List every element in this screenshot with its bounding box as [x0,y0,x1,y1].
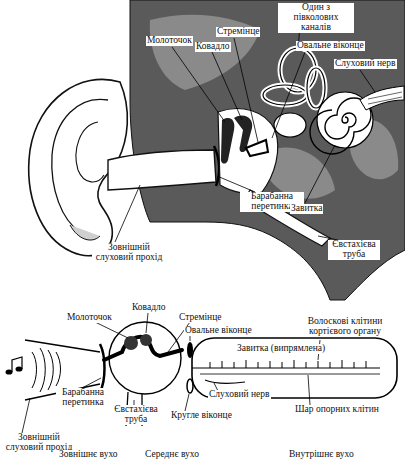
leader-lines [22,313,320,433]
auditory-nerve [360,86,404,110]
part-label: Кругле віконце [170,411,233,421]
part-label: Слуховий нерв [334,59,397,69]
eardrum [214,146,219,186]
round-window [187,379,193,393]
auditory-nerve [205,380,245,383]
part-label: Ковадло [131,303,167,313]
cochlea-spiral [310,98,371,154]
nerve-fibre [368,92,402,104]
incus-body [140,334,152,346]
part-label: Шар опорних клітин [294,405,380,415]
oval-window [187,342,193,358]
section-label: Середнє вухо [144,450,200,460]
semicircular-canal [263,85,307,105]
part-label: Зовнішній слуховий прохід [92,243,166,263]
sound-note [6,357,23,375]
part-label: Стремінце [216,27,260,37]
auricle-fold [76,122,104,182]
middle-ear [109,322,181,394]
part-label: Євстахієва труба [110,405,162,425]
semicircular-canal [263,85,307,105]
auricle-fold [52,99,108,232]
basilar-membrane [192,367,380,368]
malleus-head [124,336,138,350]
part-label: Молоточок [146,36,193,46]
cochlea [192,338,397,398]
semicircular-canal [307,68,325,108]
ear-canal [108,150,216,190]
part-label: Барабанна перетинка [56,388,110,408]
section-label: Внутрішнє вухо [288,450,355,460]
semicircular-canal [307,68,325,108]
malleus [221,118,234,164]
part-label: Стремінце [178,313,222,323]
part-label: Овальне віконце [184,326,253,336]
section-label: Зовнішнє вухо [58,450,119,460]
support-cell-layer [200,374,380,375]
part-label: Один з півколових каналів [278,3,354,33]
hair-cells [210,360,366,368]
sound-waves [32,348,61,392]
eardrum [100,344,105,392]
vestibule [274,113,306,137]
part-label: Євстахієва труба [328,240,380,260]
part-label: Овальне віконце [296,41,365,51]
part-label: Завитка [290,204,323,214]
stapes [246,140,268,156]
part-label: Молоточок [66,313,113,323]
part-label: Слуховий нерв [208,390,271,400]
part-label: Ковадло [195,42,231,52]
middle-ear [218,109,278,194]
earlobe [70,225,100,240]
part-label: Волоскові клітини кортієвого органу [298,317,392,337]
skull [130,0,405,300]
part-label: Завитка (випрямлена) [236,344,326,354]
